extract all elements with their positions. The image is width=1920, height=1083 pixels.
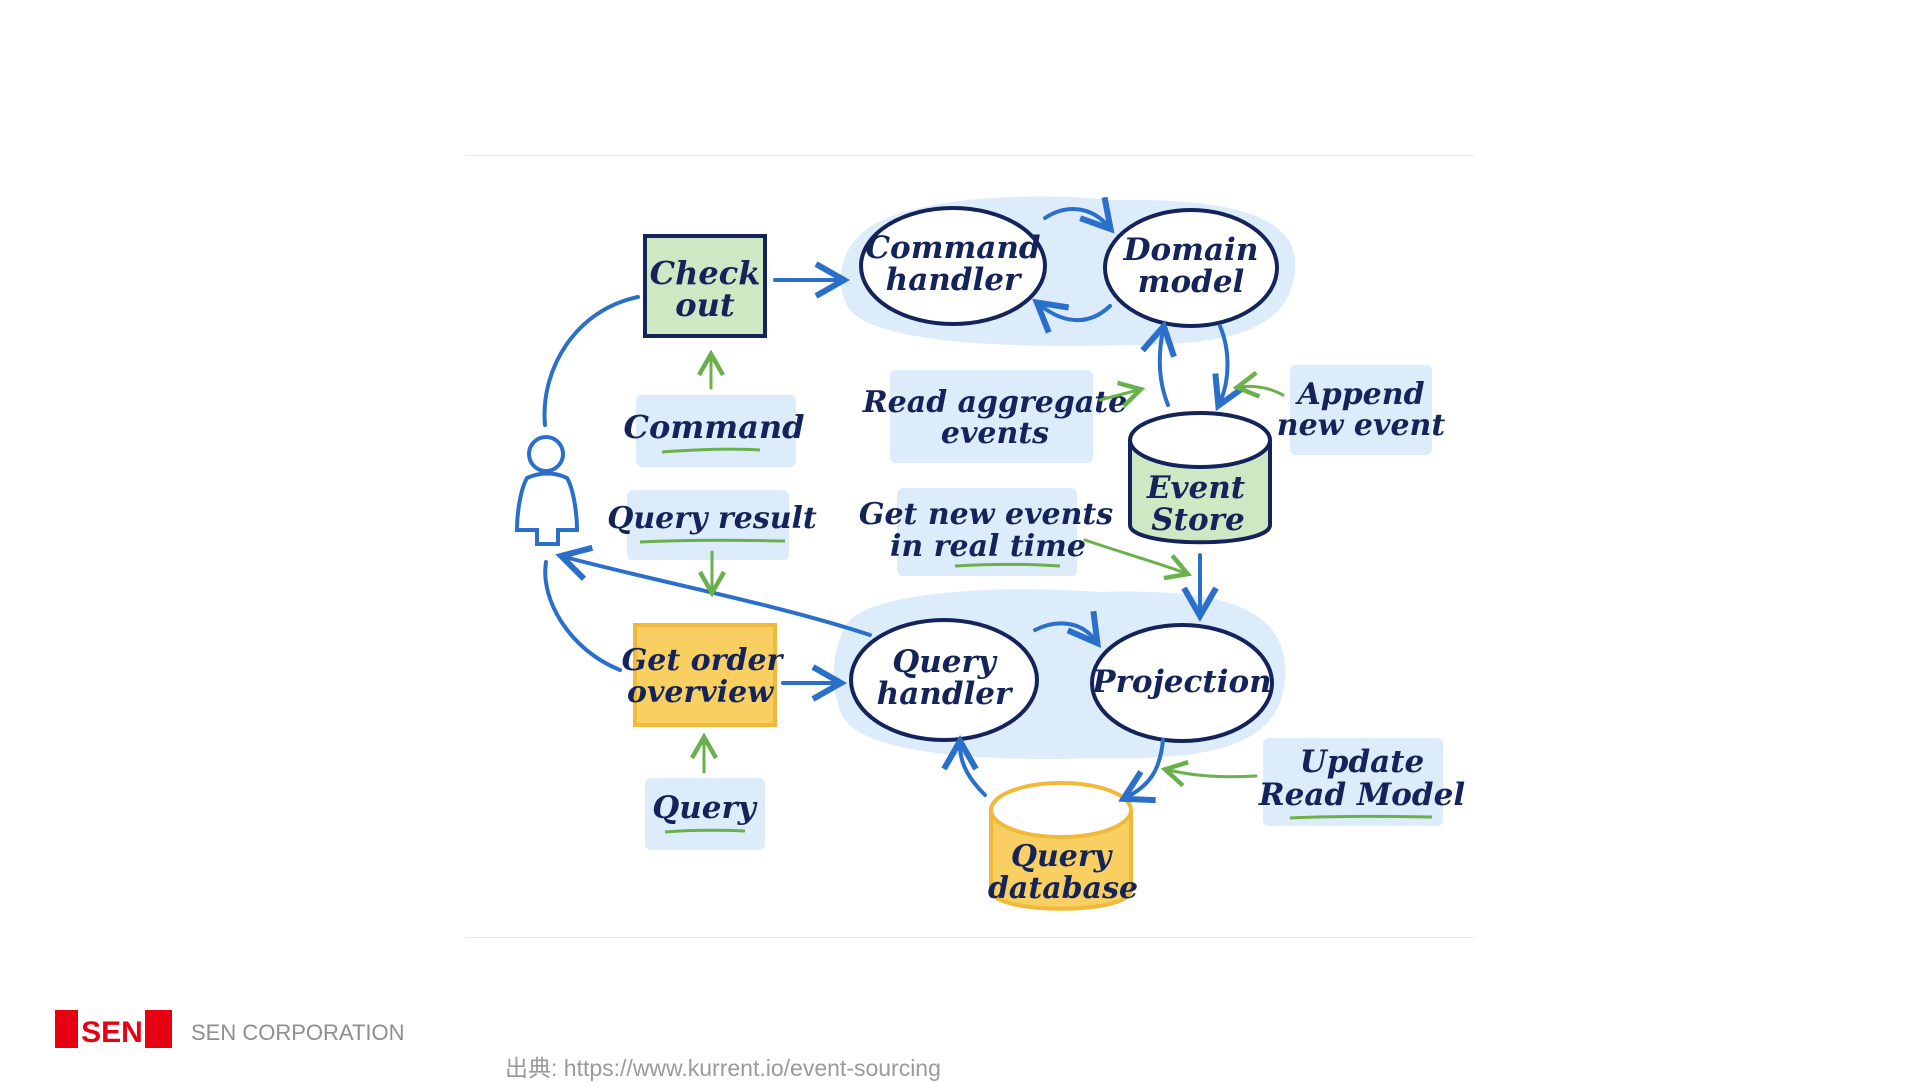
- command-handler-node: Command handler: [859, 206, 1047, 326]
- bottom-divider: [465, 937, 1475, 938]
- sen-logo-text: SEN: [81, 1016, 143, 1048]
- arrow-query-database-to-query-handler: [941, 734, 987, 797]
- command-handler-line-1: Command: [865, 230, 1040, 266]
- event-store-line-2: Store: [1151, 502, 1244, 538]
- arrow-command-handler-to-domain-model: [1043, 196, 1115, 234]
- command-handler-line-2: handler: [886, 262, 1023, 298]
- svg-text:Append: Append: [1294, 377, 1424, 412]
- green-arrows: [690, 349, 1285, 788]
- blue-arrows: [542, 196, 1247, 804]
- query-database-line-1: Query: [1011, 839, 1114, 874]
- sen-logo: SEN: [55, 1010, 172, 1048]
- svg-text:Command: Command: [624, 408, 805, 446]
- projection-node: Projection: [1090, 623, 1274, 743]
- command-label: Command: [624, 408, 805, 454]
- svg-text:Read aggregate: Read aggregate: [862, 385, 1128, 420]
- arc-user-to-checkout: [542, 295, 640, 427]
- arrow-event-store-to-domain-model: [1140, 320, 1177, 407]
- domain-model-line-1: Domain: [1123, 232, 1259, 268]
- domain-model-line-2: model: [1138, 264, 1245, 300]
- svg-text:in real time: in real time: [890, 529, 1086, 564]
- svg-text:Query: Query: [652, 790, 758, 826]
- arrow-get-new-events: [1083, 538, 1193, 581]
- get-order-line-1: Get order: [622, 643, 785, 678]
- event-store-cylinder: Event Store: [1128, 411, 1272, 545]
- svg-text:events: events: [941, 416, 1049, 451]
- query-handler-node: Query handler: [849, 618, 1039, 742]
- svg-text:new event: new event: [1277, 408, 1446, 443]
- update-read-model-label: Update Read Model: [1258, 744, 1465, 820]
- checkout-box: Check out: [643, 234, 767, 338]
- read-aggregate-events-label: Read aggregate events: [862, 385, 1128, 451]
- source-citation: 出典: https://www.kurrent.io/event-sourcin…: [505, 1055, 941, 1081]
- query-result-label: Query result: [607, 501, 817, 544]
- arrow-read-aggregate: [1098, 380, 1146, 408]
- get-order-line-2: overview: [627, 675, 774, 710]
- arrow-query-handler-to-projection: [1033, 610, 1102, 649]
- get-order-overview-box: Get order overview: [622, 623, 785, 727]
- arrow-update-read-model: [1160, 760, 1258, 788]
- user-icon: [514, 435, 580, 546]
- arrow-domain-model-to-event-store: [1212, 324, 1247, 412]
- projection-text: Projection: [1091, 664, 1271, 700]
- append-new-event-label: Append new event: [1277, 377, 1446, 443]
- query-database-line-2: database: [988, 871, 1138, 906]
- event-store-line-1: Event: [1146, 470, 1246, 506]
- domain-model-node: Domain model: [1103, 208, 1279, 328]
- svg-text:Read Model: Read Model: [1258, 777, 1465, 813]
- arrow-projection-to-query-database: [1118, 738, 1165, 804]
- arrow-domain-model-to-command-handler: [1032, 298, 1112, 334]
- query-handler-line-1: Query: [892, 644, 998, 680]
- brand-name: SEN CORPORATION: [191, 1020, 405, 1045]
- svg-text:Update: Update: [1300, 744, 1425, 780]
- top-divider: [465, 155, 1475, 156]
- svg-text:Get new events: Get new events: [859, 497, 1113, 532]
- svg-text:Query result: Query result: [607, 501, 817, 536]
- query-label: Query: [652, 790, 758, 834]
- checkout-line-2: out: [675, 286, 735, 324]
- query-database-cylinder: Query database: [988, 781, 1138, 911]
- checkout-line-1: Check: [650, 254, 761, 292]
- arrow-append-event: [1232, 370, 1285, 399]
- arc-user-to-get-order: [543, 560, 622, 672]
- query-handler-line-2: handler: [877, 676, 1014, 712]
- get-new-events-label: Get new events in real time: [859, 497, 1113, 568]
